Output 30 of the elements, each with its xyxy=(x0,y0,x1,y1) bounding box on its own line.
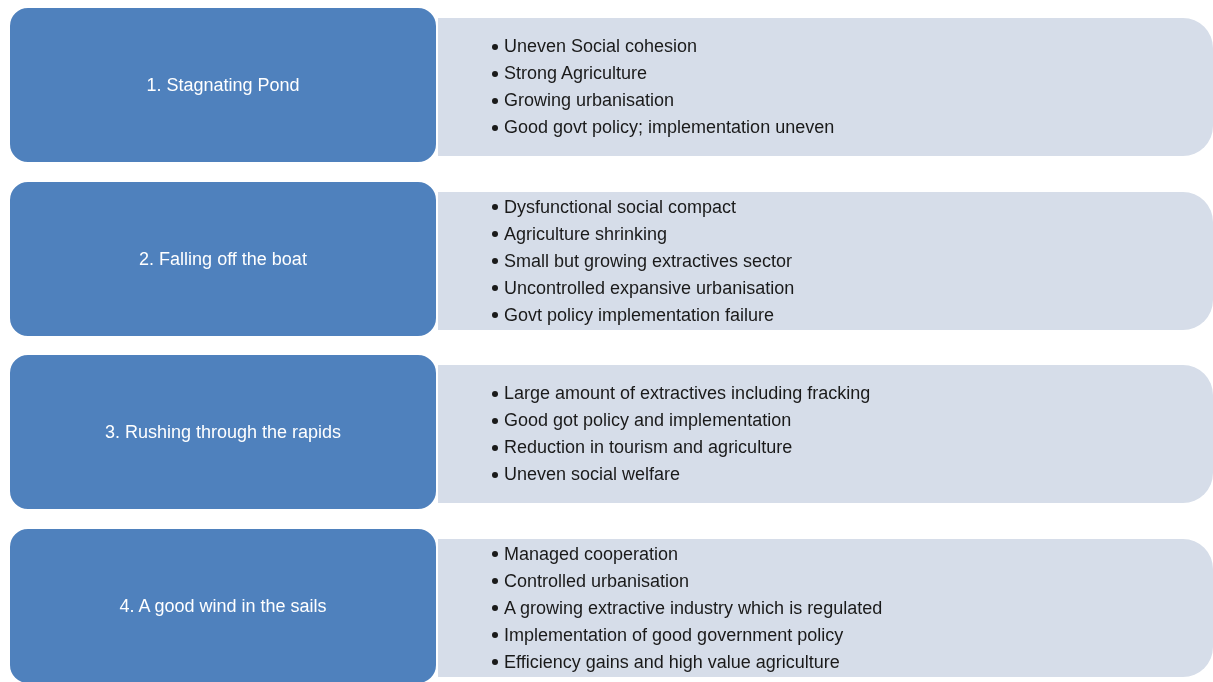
bullet-text: Govt policy implementation failure xyxy=(504,303,775,327)
bullet-text: Agriculture shrinking xyxy=(504,222,668,246)
scenario-box xyxy=(8,180,438,338)
scenario-box xyxy=(8,527,438,682)
bullet-text: Small but growing extractives sector xyxy=(504,249,793,273)
scenario-box xyxy=(8,6,438,164)
bullet-text: Efficiency gains and high value agriculture xyxy=(504,650,840,674)
bullet-text: Managed cooperation xyxy=(504,542,679,566)
scenario-title: 4. A good wind in the sails xyxy=(119,594,327,618)
bullet-text: Implementation of good government policy xyxy=(504,623,844,647)
bullet-text: Dysfunctional social compact xyxy=(504,195,737,219)
scenario-title: 2. Falling off the boat xyxy=(139,247,307,271)
scenario-title: 3. Rushing through the rapids xyxy=(104,420,342,444)
description-box xyxy=(438,539,1213,677)
bullet-text: Strong Agriculture xyxy=(504,62,648,85)
bullet-text: A growing extractive industry which is regulated xyxy=(504,596,883,620)
bullet-text: Uncontrolled expansive urbanisation xyxy=(504,276,795,300)
bullet-text: Large amount of extractives including fracking xyxy=(504,382,871,405)
bullet-text: Uneven Social cohesion xyxy=(504,35,698,58)
description-box xyxy=(438,365,1213,503)
description-box xyxy=(438,18,1213,156)
bullet-text: Growing urbanisation xyxy=(504,89,675,112)
bullet-text: Controlled urbanisation xyxy=(504,569,690,593)
bullet-text: Uneven social welfare xyxy=(504,463,681,486)
bullet-text: Reduction in tourism and agriculture xyxy=(504,436,793,459)
scenario-box xyxy=(8,353,438,511)
bullet-text: Good govt policy; implementation uneven xyxy=(504,116,835,139)
scenario-title: 1. Stagnating Pond xyxy=(146,73,300,97)
description-box xyxy=(438,192,1213,330)
bullet-text: Good got policy and implementation xyxy=(504,409,792,432)
